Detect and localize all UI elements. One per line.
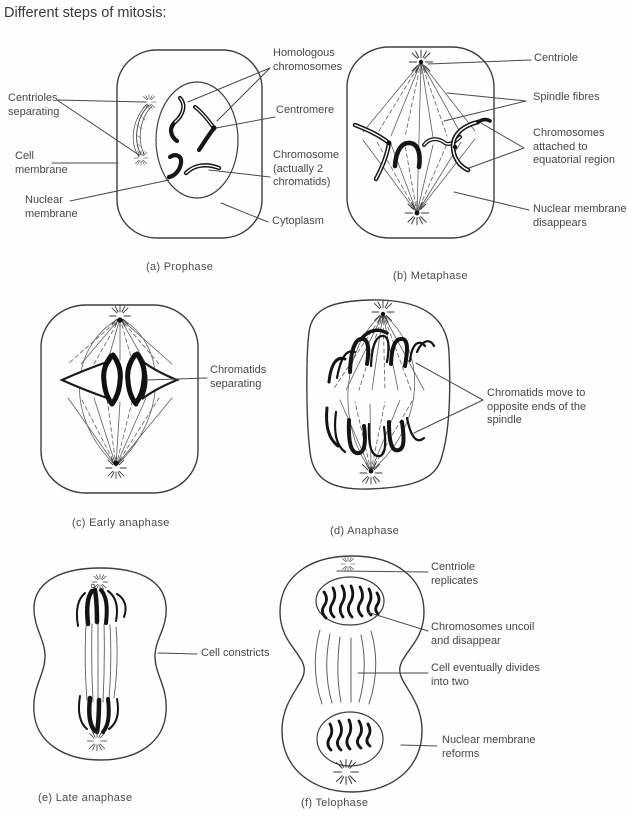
nuclear-membrane-outline: [155, 81, 239, 199]
cell-membrane-outline: [306, 299, 451, 490]
separating-chromatids: [59, 351, 180, 407]
late-anaphase-cell-drawing: [33, 567, 198, 761]
label-cell-divides: Cell eventually divides into two: [431, 662, 540, 688]
label-centriole: Centriole: [534, 52, 579, 64]
leader-chromatids-move-1: [415, 362, 484, 401]
leader-chromatids-separating: [145, 377, 208, 381]
leader-homologous-1: [187, 67, 271, 103]
caption-late-anaphase: (e) Late anaphase: [38, 792, 133, 804]
label-centriole-replicates: Centriole replicates: [431, 561, 479, 587]
centriole-dot: [90, 583, 96, 589]
telophase-leader-lines: [336, 570, 438, 747]
label-spindle-fibres: Spindle fibres: [533, 91, 600, 103]
leader-chromosomes-uncoil: [366, 611, 429, 632]
spindle-fibres-drawing: [84, 622, 118, 704]
leader-chromosome: [208, 169, 271, 178]
caption-prophase: (a) Prophase: [146, 261, 214, 273]
leader-cytoplasm: [220, 202, 269, 223]
leader-equatorial-2: [468, 147, 525, 169]
leader-centrioles-bottom: [56, 99, 140, 156]
leader-spindle-1: [446, 92, 527, 102]
prophase-cell-drawing: [51, 49, 276, 239]
daughter-nucleus-bottom: [316, 711, 384, 767]
centriole-top: [117, 317, 123, 323]
spindle-remnant-fibres: [314, 629, 377, 705]
daughter-nucleus-top: [315, 576, 385, 626]
label-centromere: Centromere: [276, 104, 335, 116]
cell-membrane-outline: [40, 304, 199, 494]
leader-chromatids-move-2: [413, 399, 484, 434]
centriole-top: [380, 311, 386, 317]
metaphase-chromosomes: [352, 117, 492, 182]
caption-metaphase: (b) Metaphase: [393, 270, 468, 282]
label-cell-membrane: Cell membrane: [15, 150, 68, 176]
label-chromatids-separating: Chromatids separating: [210, 364, 267, 390]
label-nuclear-membrane: Nuclear membrane: [25, 194, 78, 220]
cell-membrane-outline: [33, 567, 167, 761]
label-cytoplasm: Cytoplasm: [272, 215, 324, 227]
metaphase-leader-lines: [427, 59, 532, 211]
caption-telophase: (f) Telophase: [301, 797, 369, 809]
label-centrioles-separating: Centrioles separating: [8, 92, 60, 118]
anaphase-leader-lines: [413, 362, 484, 434]
telophase-cell-drawing: [279, 555, 438, 793]
anaphase-cell-drawing: [306, 299, 484, 490]
prophase-chromosomes: [166, 95, 222, 180]
caption-anaphase: (d) Anaphase: [330, 525, 400, 537]
uncoiling-chromosomes-top: [321, 584, 381, 620]
centriole-aster-bottom: [86, 730, 108, 752]
metaphase-cell-drawing: [346, 46, 532, 239]
centriole-bottom: [414, 210, 420, 216]
centrioles-separating-drawing: [132, 103, 152, 158]
anaphase-chromatids-top: [327, 328, 436, 384]
chromatid-cluster-bottom: [77, 695, 119, 735]
leader-centrioles-top: [56, 99, 147, 103]
leader-centriole-replicates: [336, 570, 429, 573]
leader-homologous-2: [216, 67, 271, 122]
leader-nuclear-disappears: [453, 191, 530, 211]
cell-membrane-outline: [116, 49, 263, 239]
leader-centromere: [215, 116, 276, 129]
spindle-fibres-drawing: [362, 61, 476, 214]
centriole-bottom: [113, 460, 119, 466]
leader-equatorial-1: [480, 122, 525, 149]
leader-nuclear-reforms: [400, 744, 438, 747]
label-cell-constricts: Cell constricts: [201, 647, 270, 659]
early-anaphase-cell-drawing: [40, 304, 208, 494]
label-chromosomes-equatorial: Chromosomes attached to equatorial regio…: [533, 127, 615, 166]
label-nuclear-membrane-disappears: Nuclear membrane disappears: [533, 203, 627, 229]
replicating-centriole-aster: [340, 556, 356, 572]
centriole-aster-top: [109, 305, 131, 327]
leader-centriole: [427, 59, 532, 65]
caption-early-anaphase: (c) Early anaphase: [72, 517, 170, 529]
page-title: Different steps of mitosis:: [4, 5, 167, 21]
label-chromosomes-uncoil: Chromosomes uncoil and disappear: [431, 621, 535, 647]
chromatid-cluster-top: [75, 587, 127, 627]
leader-cell-constricts: [157, 652, 198, 655]
label-nuclear-membrane-reforms: Nuclear membrane reforms: [442, 734, 536, 760]
leader-spindle-2: [443, 100, 527, 122]
leader-nuclear-membrane: [69, 179, 170, 202]
prophase-leader-lines: [51, 67, 276, 223]
cell-membrane-outline: [346, 46, 495, 239]
centriole-aster-bottom: [333, 759, 359, 785]
label-chromatids-move: Chromatids move to opposite ends of the …: [487, 387, 587, 426]
uncoiling-chromosomes-bottom: [326, 718, 372, 752]
label-homologous-chromosomes: Homologous chromosomes: [273, 47, 343, 73]
label-chromosome-two-chromatids: Chromosome (actually 2 chromatids): [273, 149, 340, 188]
centriole-bottom: [368, 468, 374, 474]
anaphase-chromatids-bottom: [325, 406, 426, 458]
centriole-top: [418, 59, 424, 65]
